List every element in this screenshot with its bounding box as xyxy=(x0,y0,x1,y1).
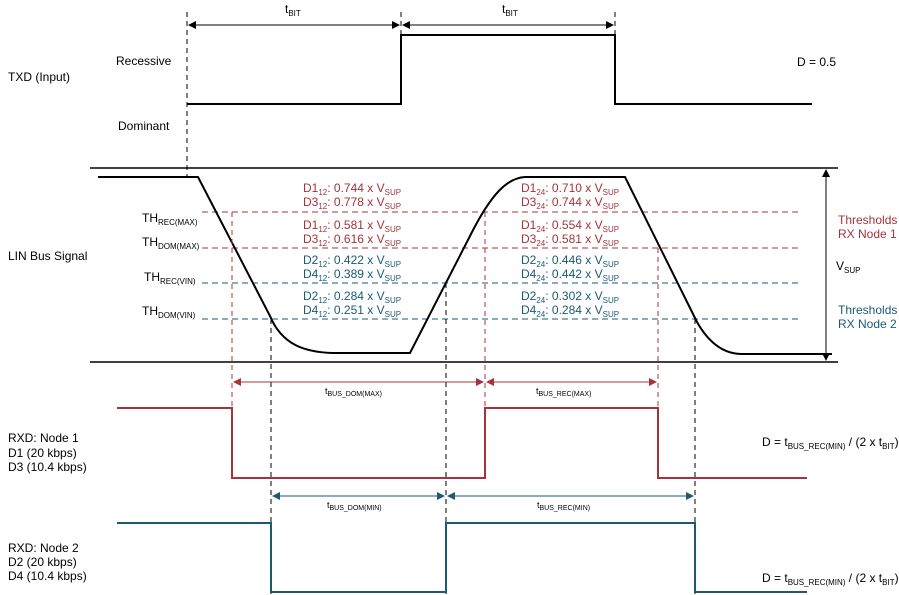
rxd2-label-0: RXD: Node 2 xyxy=(8,541,79,555)
dvalue-right-7: D424: 0.284 x VSUP xyxy=(521,303,619,319)
dominant-label: Dominant xyxy=(118,119,170,133)
dvalue-left-0: D112: 0.744 x VSUP xyxy=(303,181,401,197)
th-dom-max-label: THDOM(MAX) xyxy=(142,235,200,251)
rxd2-duty-label: D = tBUS_REC(MIN) / (2 x tBIT) xyxy=(762,571,899,587)
lin-bus-waveform xyxy=(98,176,832,355)
th-rec-vin-label: THREC(VIN) xyxy=(144,270,196,286)
rxd1-duty-label: D = tBUS_REC(MIN) / (2 x tBIT) xyxy=(762,435,899,451)
dvalue-right-2: D124: 0.554 x VSUP xyxy=(521,218,619,234)
bus-rec-max-label: tBUS_REC(MAX) xyxy=(536,386,591,398)
bus-dom-min-label: tBUS_DOM(MIN) xyxy=(327,500,382,512)
rxd1-label-0: RXD: Node 1 xyxy=(8,431,79,445)
thresholds-node2-line2: RX Node 2 xyxy=(838,317,897,331)
dvalues-right: D124: 0.710 x VSUP D324: 0.744 x VSUP D1… xyxy=(521,181,619,319)
dvalue-right-1: D324: 0.744 x VSUP xyxy=(521,195,619,211)
tbit-label-2: tBIT xyxy=(502,2,518,18)
txd-signal-label: TXD (Input) xyxy=(8,70,70,84)
thresholds-node1-line2: RX Node 1 xyxy=(838,227,897,241)
lin-signal-label: LIN Bus Signal xyxy=(8,249,87,263)
dvalue-left-2: D112: 0.581 x VSUP xyxy=(303,218,401,234)
dvalue-right-0: D124: 0.710 x VSUP xyxy=(521,181,619,197)
dvalue-left-6: D212: 0.284 x VSUP xyxy=(303,289,401,305)
th-rec-max-label: THREC(MAX) xyxy=(142,211,198,227)
txd-waveform xyxy=(187,34,812,105)
dvalue-right-3: D324: 0.581 x VSUP xyxy=(521,232,619,248)
thresholds-node1-line1: Thresholds xyxy=(838,213,897,227)
txd-duty-label: D = 0.5 xyxy=(797,55,836,69)
bus-rec-min-label: tBUS_REC(MIN) xyxy=(537,500,590,512)
vsup-label: VSUP xyxy=(836,259,860,275)
dvalue-left-3: D312: 0.616 x VSUP xyxy=(303,232,401,248)
dvalue-right-5: D424: 0.442 x VSUP xyxy=(521,267,619,283)
recessive-label: Recessive xyxy=(116,54,172,68)
dvalue-right-4: D224: 0.446 x VSUP xyxy=(521,253,619,269)
dvalues-left: D112: 0.744 x VSUP D312: 0.778 x VSUP D1… xyxy=(303,181,401,319)
dvalue-right-6: D224: 0.302 x VSUP xyxy=(521,289,619,305)
rxd1-label-2: D3 (10.4 kbps) xyxy=(8,460,87,474)
tbit-label-1: tBIT xyxy=(285,2,301,18)
dvalue-left-5: D412: 0.389 x VSUP xyxy=(303,267,401,283)
dvalue-left-7: D412: 0.251 x VSUP xyxy=(303,303,401,319)
rxd1-label-1: D1 (20 kbps) xyxy=(8,446,77,460)
dvalue-left-4: D212: 0.422 x VSUP xyxy=(303,253,401,269)
rxd-node1-waveform xyxy=(117,407,807,479)
rxd-node2-waveform xyxy=(117,522,807,593)
rxd2-label-2: D4 (10.4 kbps) xyxy=(8,569,87,583)
bus-dom-max-label: tBUS_DOM(MAX) xyxy=(325,386,382,398)
thresholds-node2-line1: Thresholds xyxy=(838,303,897,317)
dvalue-left-1: D312: 0.778 x VSUP xyxy=(303,195,401,211)
rxd2-label-1: D2 (20 kbps) xyxy=(8,555,77,569)
th-dom-vin-label: THDOM(VIN) xyxy=(142,304,196,320)
